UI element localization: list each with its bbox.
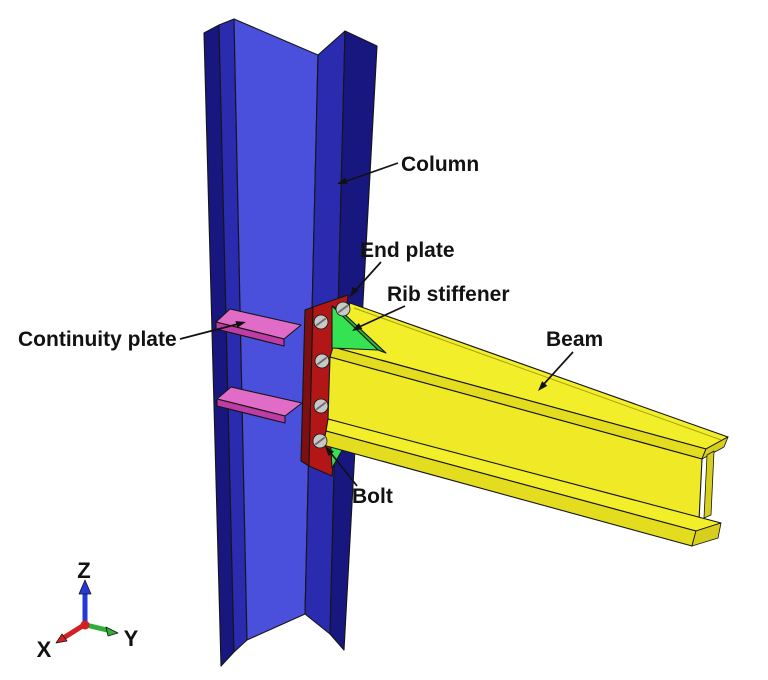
axis-origin-dot xyxy=(80,620,90,630)
y-axis-label: Y xyxy=(124,626,139,651)
y-axis-arrowhead xyxy=(105,626,119,637)
label-rib-stiffener: Rib stiffener xyxy=(387,283,510,306)
leader-beam xyxy=(542,351,574,386)
arrowhead-beam xyxy=(538,381,548,391)
label-end-plate: End plate xyxy=(360,239,455,262)
y-axis-arrow xyxy=(83,622,110,633)
arrowhead-rib-stiffener xyxy=(352,323,363,331)
label-column: Column xyxy=(401,153,479,176)
leader-continuity-plate xyxy=(179,323,239,340)
continuity-plate-front-edge-upper xyxy=(215,321,285,347)
leader-bolt xyxy=(329,451,358,487)
part-labels: Column End plate Rib stiffener Continuit… xyxy=(18,153,603,508)
beam-top-flange-ridge-line xyxy=(353,307,725,442)
label-beam: Beam xyxy=(546,328,603,351)
beam-end-bottom-flange-face xyxy=(691,522,722,547)
label-bolt: Bolt xyxy=(352,485,393,508)
axis-triad: Z X Y xyxy=(37,558,139,662)
arrowhead-column xyxy=(337,177,348,184)
bolt-head xyxy=(312,433,328,449)
beam-shape xyxy=(322,302,729,547)
bolt-head xyxy=(335,301,351,317)
arrowhead-bolt xyxy=(325,446,334,456)
label-continuity-plate: Continuity plate xyxy=(18,328,177,351)
bolt-head xyxy=(314,353,330,369)
arrowhead-continuity-plate xyxy=(235,321,246,328)
beam-end-top-flange-face xyxy=(701,436,729,460)
leader-lines xyxy=(179,162,574,487)
bolt-head xyxy=(313,314,329,330)
leader-end-plate xyxy=(353,261,382,293)
continuity-plate-front-edge-lower xyxy=(216,398,286,424)
leader-rib-stiffener xyxy=(358,305,406,328)
arrowhead-end-plate xyxy=(350,286,359,297)
beam-end-web-face xyxy=(703,450,715,519)
bolt-head xyxy=(313,398,329,414)
continuity-plates xyxy=(215,308,303,424)
x-axis-arrowhead xyxy=(55,633,68,644)
z-axis-label: Z xyxy=(77,558,90,583)
bolts-group xyxy=(312,301,351,449)
x-axis-arrow xyxy=(62,622,87,640)
x-axis-label: X xyxy=(37,637,52,662)
z-axis-arrowhead xyxy=(78,579,92,595)
leader-column xyxy=(343,162,399,183)
